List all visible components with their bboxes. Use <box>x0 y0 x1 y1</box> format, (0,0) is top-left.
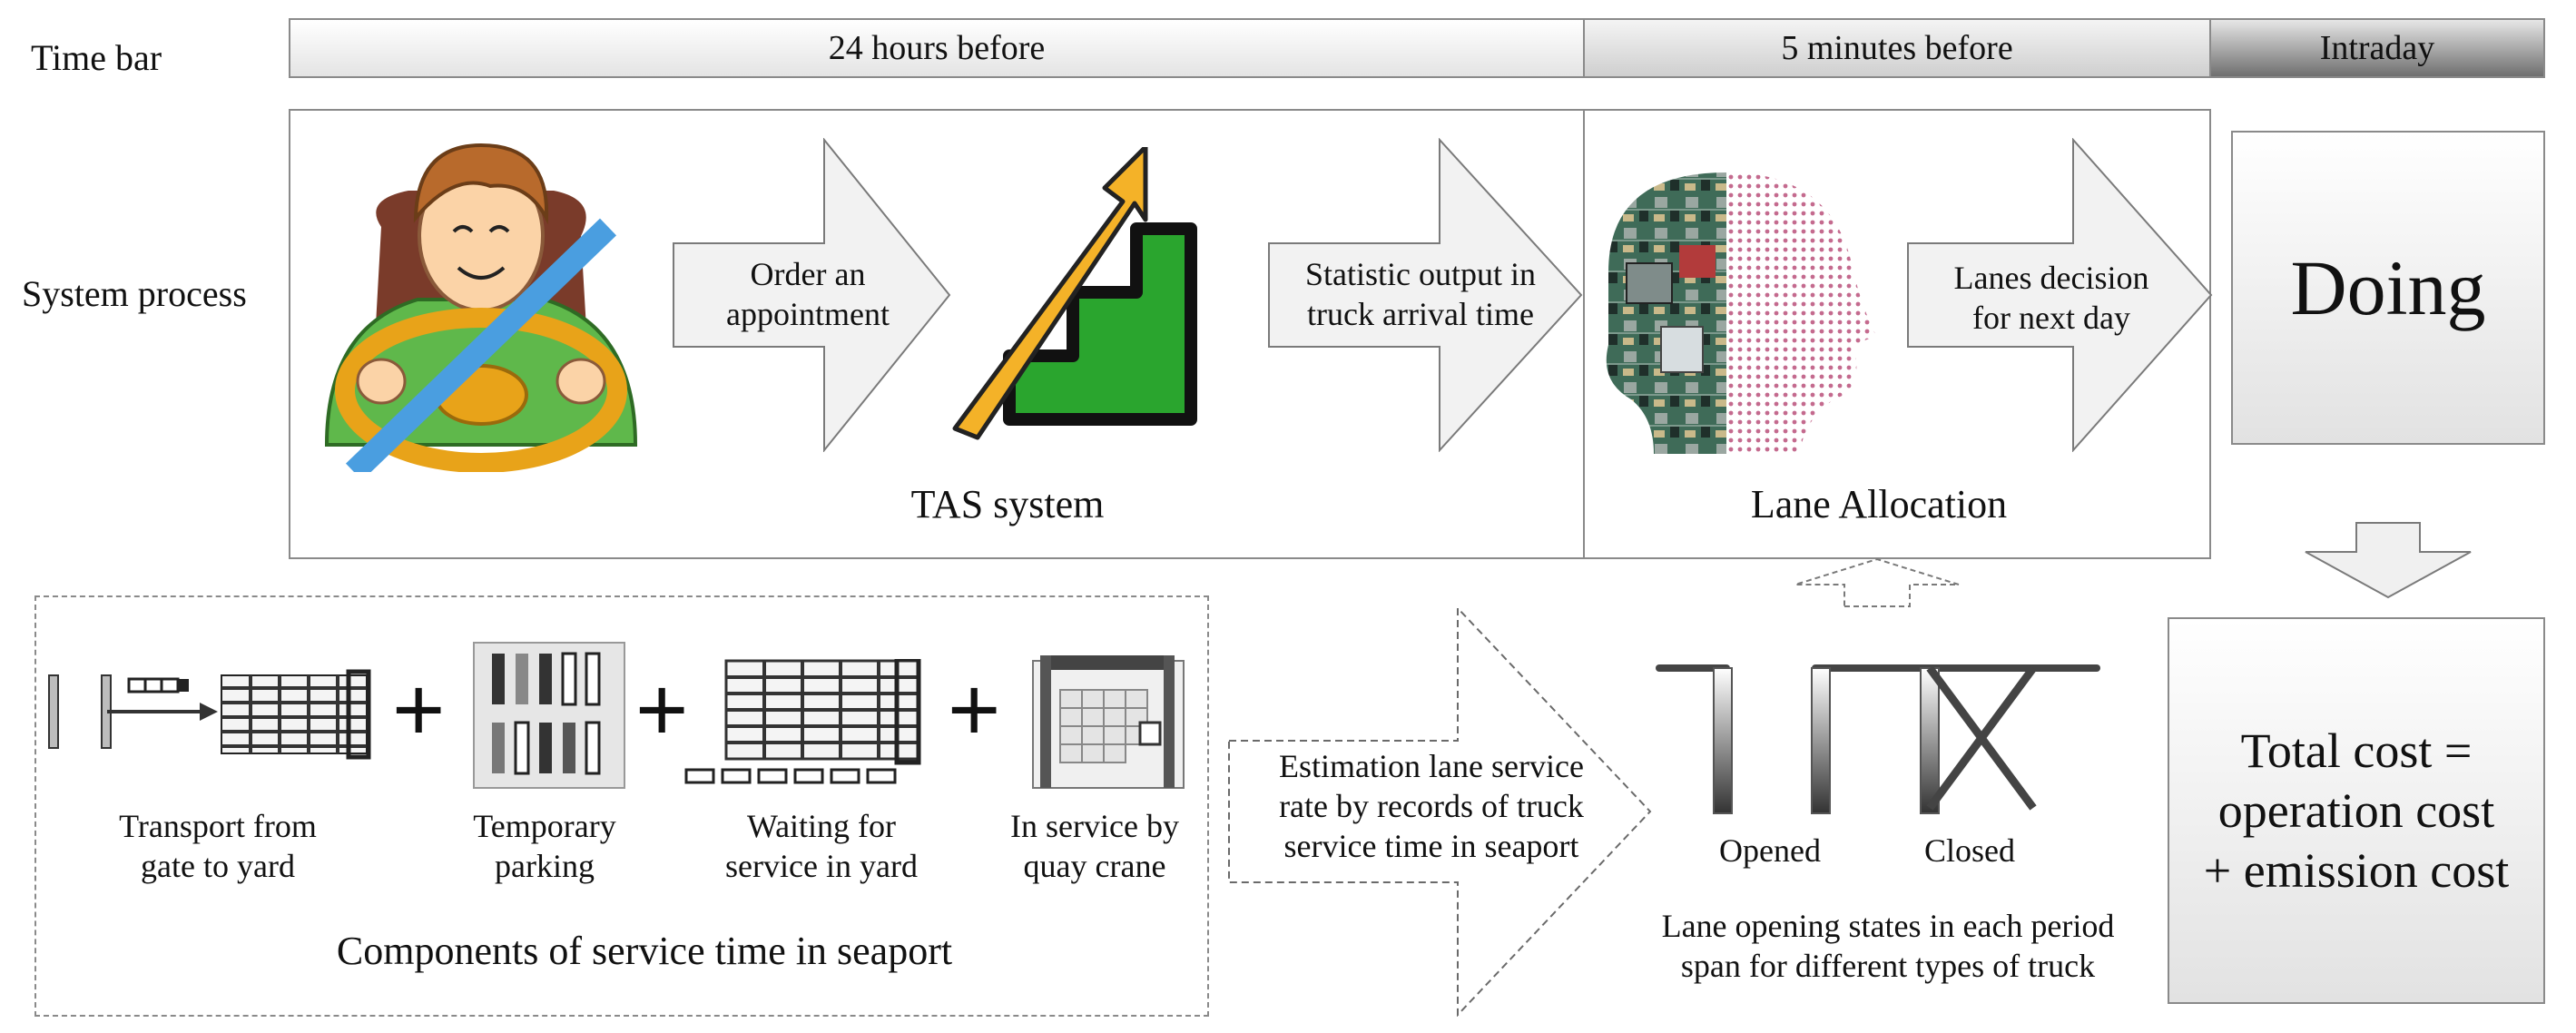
growth-stairs-icon <box>952 147 1197 440</box>
statistic-output-line-2: truck arrival time <box>1307 296 1534 332</box>
parking-lot-icon <box>473 642 625 789</box>
service-time-components-box <box>34 595 1209 1017</box>
estimation-line-3: service time in seaport <box>1283 828 1579 864</box>
lane-opened-label: Opened <box>1719 832 1821 869</box>
component-quay-crane-line-1: In service by <box>1010 808 1179 844</box>
components-caption: Components of service time in seaport <box>336 929 953 973</box>
lane-states-caption: Lane opening states in each period span … <box>1607 906 2169 986</box>
statistic-output-line-1: Statistic output in <box>1304 256 1536 292</box>
component-waiting-label: Waiting for service in yard <box>690 806 953 886</box>
lane-states-caption-line-1: Lane opening states in each period <box>1661 908 2115 944</box>
lane-allocation-panel <box>1583 109 2211 559</box>
lanes-decision-arrow <box>1907 138 2213 452</box>
lane-closed-label: Closed <box>1923 832 2015 869</box>
component-parking-label: Temporary parking <box>427 806 663 886</box>
plus-sign-1: + <box>392 659 446 761</box>
system-process-row-label: System process <box>22 273 247 314</box>
quay-crane-icon <box>1032 655 1185 789</box>
component-waiting-line-2: service in yard <box>725 848 918 884</box>
total-cost-box: Total cost = operation cost + emission c… <box>2168 617 2545 1004</box>
plus-sign-2: + <box>635 659 689 761</box>
order-appointment-arrow <box>673 138 951 452</box>
statistic-output-arrow <box>1268 138 1583 452</box>
gate-to-yard-icon <box>48 669 371 760</box>
estimation-arrow <box>1228 606 1652 1017</box>
phase-24-hours-before: 24 hours before <box>289 18 1585 78</box>
lane-allocation-label: Lane Allocation <box>1750 482 2008 526</box>
total-cost-line-2: operation cost <box>2217 783 2495 838</box>
lanes-decision-line-1: Lanes decision <box>1953 260 2149 296</box>
order-appointment-line-1: Order an <box>750 256 866 292</box>
phase-5-minutes-before: 5 minutes before <box>1583 18 2211 78</box>
total-cost-line-1: Total cost = <box>2240 723 2473 778</box>
statistic-output-text: Statistic output in truck arrival time <box>1271 254 1570 334</box>
component-transport-label: Transport from gate to yard <box>82 806 354 886</box>
lane-state-icon <box>1656 664 2100 814</box>
component-parking-line-2: parking <box>495 848 595 884</box>
lanes-decision-line-2: for next day <box>1972 300 2130 336</box>
estimation-line-2: rate by records of truck <box>1279 788 1584 824</box>
phase-24-hours-before-label: 24 hours before <box>828 29 1046 67</box>
yard-stack-icon <box>684 659 921 784</box>
circuit-head-icon <box>1606 172 1876 454</box>
driver-icon <box>324 143 638 472</box>
component-parking-line-1: Temporary <box>473 808 616 844</box>
tas-system-label: TAS system <box>910 482 1105 526</box>
lane-states-caption-line-2: span for different types of truck <box>1680 948 2096 984</box>
component-waiting-line-1: Waiting for <box>746 808 897 844</box>
estimation-line-1: Estimation lane service <box>1279 748 1584 784</box>
phase-intraday-label: Intraday <box>2319 29 2435 67</box>
time-bar-row-label: Time bar <box>31 37 162 78</box>
component-transport-line-2: gate to yard <box>141 848 295 884</box>
doing-box: Doing <box>2231 131 2545 445</box>
doing-label: Doing <box>2290 244 2486 331</box>
down-arrow-to-cost <box>2305 522 2472 599</box>
component-transport-line-1: Transport from <box>119 808 317 844</box>
phase-intraday: Intraday <box>2209 18 2545 78</box>
component-quay-crane-label: In service by quay crane <box>986 806 1204 886</box>
component-quay-crane-line-2: quay crane <box>1023 848 1166 884</box>
estimation-arrow-text: Estimation lane service rate by records … <box>1245 746 1617 866</box>
plus-sign-3: + <box>948 659 1001 761</box>
lanes-decision-text: Lanes decision for next day <box>1915 258 2188 338</box>
order-appointment-line-2: appointment <box>726 296 890 332</box>
order-appointment-text: Order an appointment <box>690 254 926 334</box>
up-arrow-to-lane-allocation <box>1794 557 1960 607</box>
phase-5-minutes-before-label: 5 minutes before <box>1781 29 2013 67</box>
total-cost-line-3: + emission cost <box>2203 843 2510 898</box>
